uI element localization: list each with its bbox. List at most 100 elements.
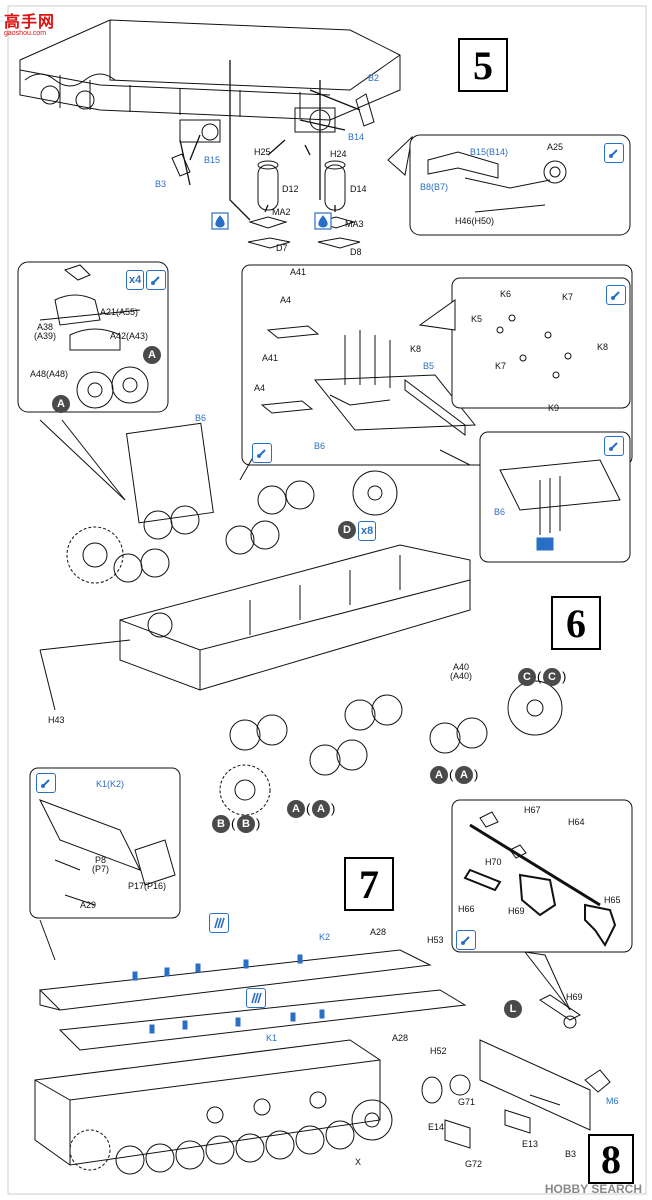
sprue-d-badge: D bbox=[338, 521, 356, 539]
sprue-a-badge: A bbox=[287, 800, 305, 818]
part-label: H53 bbox=[427, 935, 444, 945]
part-label: A41 bbox=[290, 267, 307, 277]
brush-icon bbox=[146, 270, 166, 290]
brush-icon bbox=[252, 443, 272, 463]
part-label: A21(A55) bbox=[100, 307, 139, 317]
part-label: H24 bbox=[330, 149, 347, 159]
part-label: D14 bbox=[350, 184, 367, 194]
site-logo: 高手网 gaoshou.com bbox=[4, 8, 55, 37]
sprue-a-badge: A bbox=[143, 346, 161, 364]
part-label: H64 bbox=[568, 817, 585, 827]
paint-drop-icons bbox=[211, 212, 332, 230]
step-number-8: 8 bbox=[588, 1134, 634, 1184]
part-label: H52 bbox=[430, 1046, 447, 1056]
part-label: K5 bbox=[471, 314, 483, 324]
brush-icon bbox=[604, 436, 624, 456]
paren-open: ( bbox=[537, 669, 542, 684]
part-label: K6 bbox=[500, 289, 512, 299]
part-label: D8 bbox=[350, 247, 362, 257]
part-label: H69 bbox=[566, 992, 583, 1002]
hatch-pattern-icon bbox=[246, 988, 266, 1008]
sprue-l-badge: L bbox=[504, 1000, 522, 1018]
step6-road-wheels bbox=[113, 480, 488, 776]
part-label: A40 (A40) bbox=[450, 662, 473, 681]
logo-subtitle: gaoshou.com bbox=[4, 30, 47, 37]
brush-icon bbox=[604, 143, 624, 163]
step-number-5: 5 bbox=[458, 38, 508, 92]
step6-floor-detail-inset bbox=[439, 431, 631, 563]
part-label: P17(P16) bbox=[128, 881, 167, 891]
hatch-pattern-icon bbox=[209, 913, 229, 933]
sprue-a-badge: A bbox=[312, 800, 330, 818]
part-label: A41 bbox=[262, 353, 279, 363]
part-label: K1(K2) bbox=[96, 779, 125, 789]
step7-fender-inset bbox=[29, 767, 181, 961]
part-label: A48(A48) bbox=[30, 369, 69, 379]
part-label: A25 bbox=[547, 142, 564, 152]
part-label: H70 bbox=[485, 857, 502, 867]
part-label: A28 bbox=[392, 1033, 409, 1043]
part-label: M6 bbox=[606, 1096, 619, 1106]
part-label: MA3 bbox=[345, 219, 364, 229]
part-label: MA2 bbox=[272, 207, 291, 217]
part-label: H25 bbox=[254, 147, 271, 157]
part-label: K9 bbox=[548, 403, 560, 413]
part-B2-plate bbox=[355, 93, 375, 127]
part-label: E13 bbox=[522, 1139, 539, 1149]
step5-exhaust-mufflers bbox=[247, 160, 361, 249]
part-label: B3 bbox=[565, 1149, 577, 1159]
part-label: B15 bbox=[204, 155, 221, 165]
part-label: K8 bbox=[597, 342, 609, 352]
part-label: A28 bbox=[370, 927, 387, 937]
part-label: A4 bbox=[280, 295, 292, 305]
part-label: H67 bbox=[524, 805, 541, 815]
part-label: B15(B14) bbox=[470, 147, 509, 157]
brush-icon bbox=[456, 930, 476, 950]
part-label: A38 (A39) bbox=[34, 322, 57, 341]
brush-icon bbox=[606, 285, 626, 305]
part-label: P8 (P7) bbox=[92, 855, 110, 874]
part-label: K7 bbox=[495, 361, 507, 371]
quantity-x4-icon: x4 bbox=[126, 270, 145, 290]
step6-small-parts-inset bbox=[418, 277, 631, 409]
step-number-6: 6 bbox=[551, 596, 601, 650]
sprue-b-badge: B bbox=[237, 815, 255, 833]
paren-close: ) bbox=[256, 816, 261, 831]
part-label: D12 bbox=[282, 184, 299, 194]
part-label: H65 bbox=[604, 895, 621, 905]
paren-close: ) bbox=[562, 669, 567, 684]
part-label: B6 bbox=[195, 413, 207, 423]
part-label: H69 bbox=[508, 906, 525, 916]
step5-inset bbox=[387, 134, 631, 236]
brush-icon bbox=[36, 773, 56, 793]
step5-hull-rear bbox=[19, 19, 401, 143]
part-label: B3 bbox=[155, 179, 167, 189]
logo-title: 高手网 bbox=[4, 14, 56, 31]
part-label: A29 bbox=[80, 900, 97, 910]
part-label: B2 bbox=[368, 73, 380, 83]
quantity-x8-icon: x8 bbox=[358, 521, 377, 541]
part-label: X bbox=[355, 1157, 362, 1167]
paren-open: ( bbox=[231, 816, 236, 831]
part-label: E14 bbox=[428, 1122, 445, 1132]
part-label: G72 bbox=[465, 1159, 483, 1169]
sprue-b-badge: B bbox=[212, 815, 230, 833]
step7-fender-brackets bbox=[132, 954, 325, 1034]
sprue-a-badge: A bbox=[52, 395, 70, 413]
part-label: H66 bbox=[458, 904, 475, 914]
part-label: B6 bbox=[314, 441, 326, 451]
sprue-a-badge: A bbox=[430, 766, 448, 784]
part-label: B14 bbox=[348, 132, 365, 142]
part-label: A42(A43) bbox=[110, 331, 149, 341]
part-label: H43 bbox=[48, 715, 65, 725]
step8-rear-plate bbox=[421, 994, 611, 1149]
part-label: A4 bbox=[254, 383, 266, 393]
part-label: K7 bbox=[562, 292, 574, 302]
part-label: B8(B7) bbox=[420, 182, 449, 192]
part-label: G71 bbox=[458, 1097, 476, 1107]
part-label: D7 bbox=[276, 243, 288, 253]
paren-open: ( bbox=[306, 801, 311, 816]
part-label: B5 bbox=[423, 361, 435, 371]
step6-hull-chassis bbox=[39, 422, 563, 816]
